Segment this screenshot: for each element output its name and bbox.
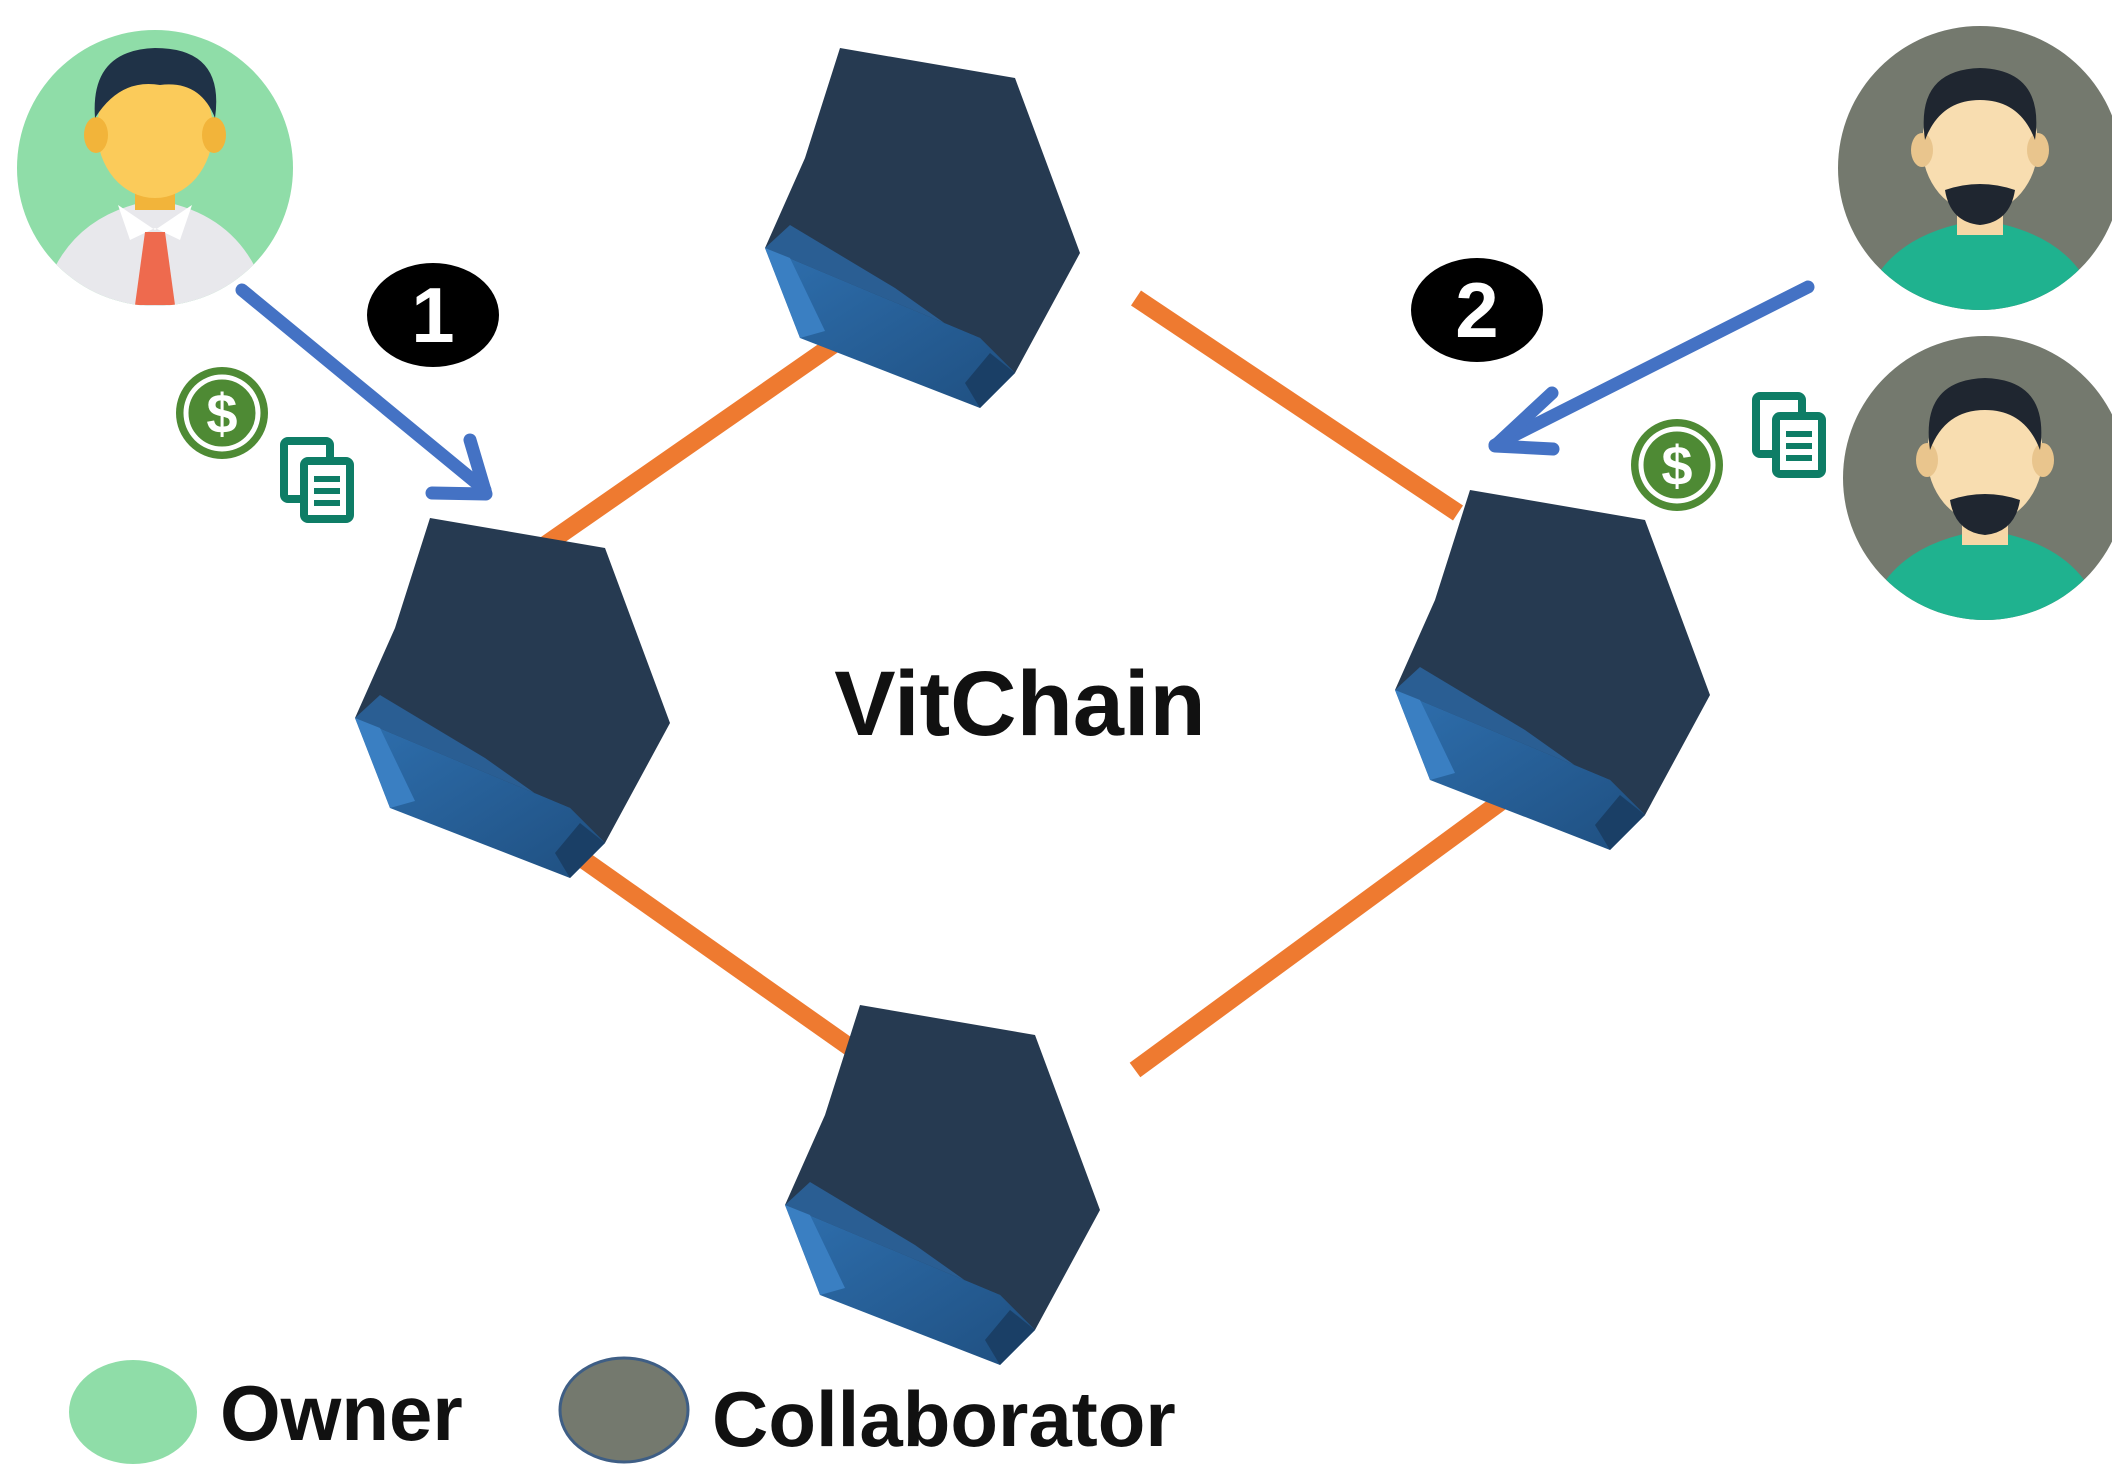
step-badge-2: 2	[1411, 258, 1543, 362]
owner-arrow	[235, 283, 493, 501]
step-number-1: 1	[411, 271, 454, 359]
owner-avatar	[17, 30, 293, 306]
legend-swatch-owner	[69, 1360, 197, 1464]
legend-swatch-collaborator	[558, 1356, 690, 1464]
legend-label-collaborator: Collaborator	[712, 1375, 1176, 1463]
legend-label-owner: Owner	[220, 1369, 463, 1457]
block-icon-bottom	[785, 1005, 1100, 1365]
link-right-bottom	[1129, 787, 1516, 1078]
step-badge-1: 1	[367, 263, 499, 367]
link-top-right	[1131, 290, 1463, 521]
link-left-bottom	[561, 840, 891, 1080]
legend: Owner Collaborator	[69, 1356, 1176, 1464]
dollar-coin-icon-collaborator	[1631, 419, 1723, 511]
dollar-coin-icon-owner	[176, 367, 268, 459]
collaborator-arrow	[1488, 280, 1815, 456]
block-icon-left	[355, 518, 670, 878]
diagram-title: VitChain	[834, 653, 1205, 755]
step-number-2: 2	[1455, 266, 1498, 354]
documents-icon-owner	[284, 441, 350, 519]
documents-icon-collaborator	[1756, 396, 1822, 474]
collaborator-avatar-2	[1843, 336, 2112, 620]
collaborator-avatar-1	[1838, 26, 2112, 310]
block-icon-right	[1395, 490, 1710, 850]
